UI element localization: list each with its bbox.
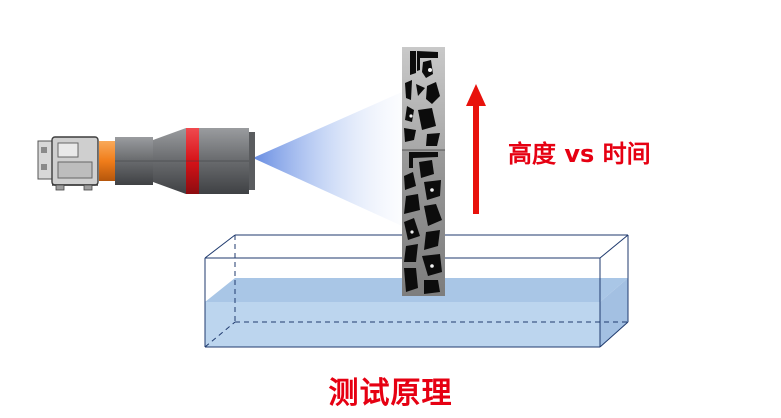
test-principle-caption: 测试原理 xyxy=(328,376,453,411)
water-tank xyxy=(204,234,629,348)
light-beam xyxy=(253,92,402,226)
height-vs-time-label: 高度 vs 时间 xyxy=(508,140,651,168)
telecentric-lens-icon xyxy=(99,128,255,194)
industrial-camera-icon xyxy=(37,136,99,191)
water-side-face xyxy=(600,278,628,347)
water-front-face xyxy=(205,302,600,347)
sample-column xyxy=(402,47,445,296)
up-arrow-icon xyxy=(466,84,486,214)
lens-adapter xyxy=(99,141,115,181)
